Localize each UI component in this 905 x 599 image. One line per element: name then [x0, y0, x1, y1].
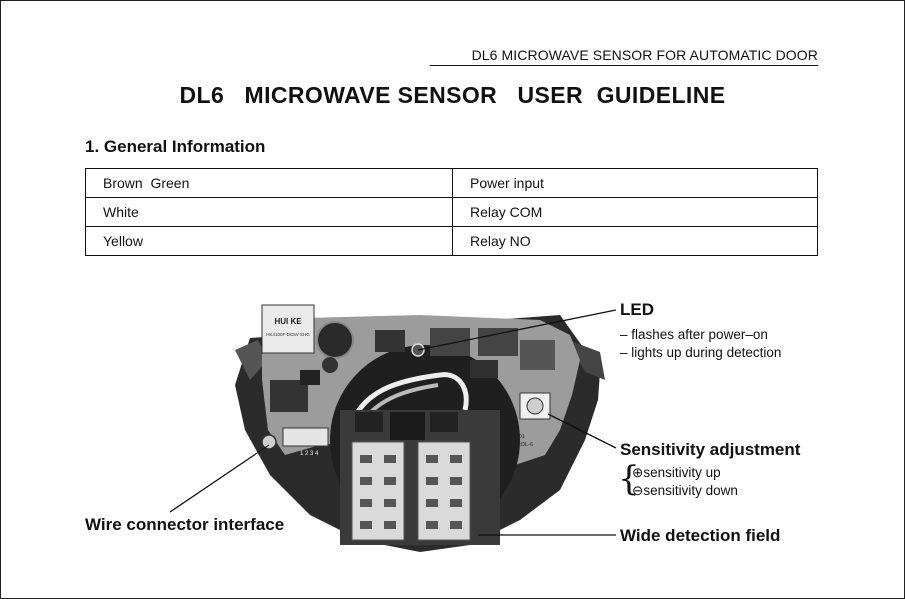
header-note: DL6 MICROWAVE SENSOR FOR AUTOMATIC DOOR: [430, 47, 818, 66]
antenna-patch: [426, 477, 438, 485]
housing-clip-right: [568, 340, 605, 380]
led-note: – lights up during detection: [620, 345, 782, 360]
table-row: Yellow Relay NO: [85, 226, 818, 256]
antenna-patch: [426, 455, 438, 463]
section-heading: 1. General Information: [85, 137, 266, 156]
page-title: DL6 MICROWAVE SENSOR USER GUIDELINE: [179, 82, 726, 108]
small-component: [322, 357, 338, 373]
sensitivity-label: Sensitivity adjustment: [620, 440, 801, 459]
antenna-patch-array: [417, 441, 471, 541]
led-label: LED: [620, 300, 654, 319]
antenna-patch: [360, 477, 372, 485]
led-callout-line: [417, 309, 617, 351]
regulator-chip: [270, 380, 308, 412]
screw-terminal: [261, 434, 277, 450]
wire-color-cell: Yellow: [85, 226, 453, 256]
connector-pin-numbers: 1 2 3 4: [300, 451, 319, 457]
antenna-connector: [355, 412, 383, 432]
antenna-patch: [426, 521, 438, 529]
board-text: MODEL:DL-6: [500, 442, 533, 448]
antenna-patch: [384, 521, 396, 529]
ic-chip: [478, 328, 518, 356]
antenna-patch: [360, 499, 372, 507]
potentiometer-knob: [526, 397, 544, 415]
wire-bundle: [347, 372, 469, 431]
antenna-patch: [450, 477, 462, 485]
led-note: – flashes after power–on: [620, 327, 768, 342]
ic-chip: [520, 340, 555, 370]
small-component: [300, 370, 320, 385]
antenna-patch-array: [351, 441, 405, 541]
capacitor-component: [316, 321, 354, 359]
antenna-patch: [360, 455, 372, 463]
board-text: RETA:001: [500, 434, 525, 440]
ic-chip: [470, 360, 498, 378]
wire-function-cell: Power input: [452, 168, 818, 198]
wire-connector: [282, 427, 329, 447]
wire-color-cell: Brown Green: [85, 168, 453, 198]
sensitivity-up-note: ⊕sensitivity up: [632, 465, 721, 480]
wire-function-cell: Relay NO: [452, 226, 818, 256]
wire-connector-label: Wire connector interface: [85, 515, 285, 534]
antenna-patch: [450, 521, 462, 529]
relay-brand-text: HUI KE: [274, 317, 302, 326]
antenna-patch: [384, 499, 396, 507]
sensitivity-down-note: ⊖sensitivity down: [632, 483, 738, 498]
antenna-patch: [360, 521, 372, 529]
ic-chip: [430, 328, 470, 356]
antenna-patch: [426, 499, 438, 507]
antenna-patch: [384, 455, 396, 463]
antenna-patch: [384, 477, 396, 485]
wire-function-table: Brown Green Power input White Relay COM …: [85, 168, 818, 256]
wire-color-cell: White: [85, 197, 453, 227]
relay-component: [261, 304, 315, 354]
housing-clip-left: [235, 340, 268, 380]
antenna-patch: [450, 499, 462, 507]
table-row: Brown Green Power input: [85, 168, 818, 198]
wire-function-cell: Relay COM: [452, 197, 818, 227]
antenna-connector: [390, 412, 425, 440]
sensitivity-callout-line: [547, 413, 617, 449]
relay-model-text: HK4100F-DC5V-SHG: [266, 332, 310, 337]
ic-chip: [375, 330, 405, 352]
wire-connector-callout-line: [169, 444, 270, 513]
antenna-patch: [450, 455, 462, 463]
plus-circle-icon: ⊕: [632, 465, 644, 480]
table-row: White Relay COM: [85, 197, 818, 227]
detection-field-label: Wide detection field: [620, 526, 781, 545]
antenna-connector: [430, 412, 458, 432]
brace-symbol: {: [618, 459, 640, 499]
minus-circle-icon: ⊖: [632, 483, 644, 498]
